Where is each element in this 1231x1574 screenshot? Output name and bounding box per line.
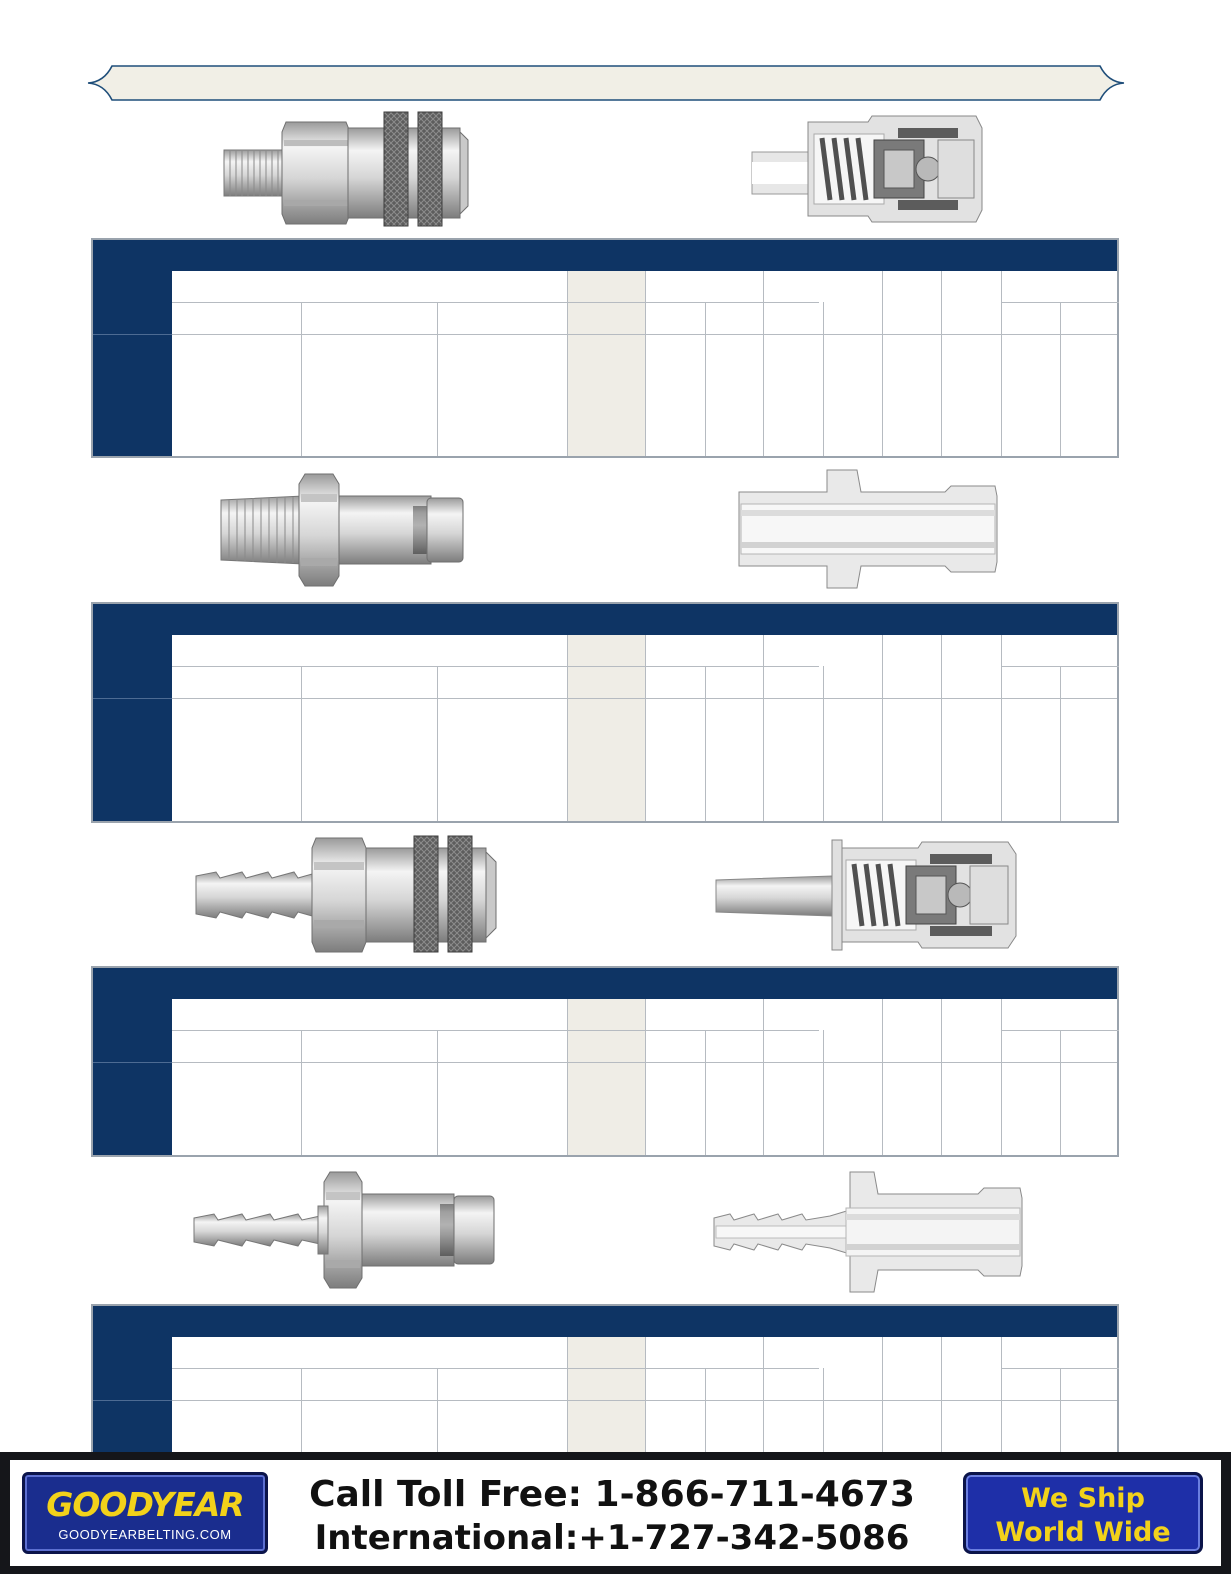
coupler-male-thread-photo-icon — [223, 111, 469, 227]
goodyear-logo[interactable]: GOODYEAR GOODYEARBELTING.COM — [22, 1472, 268, 1554]
coupler-male-thread-cutaway-icon — [751, 115, 983, 223]
international-phone[interactable]: International:+1-727-342-5086 — [314, 1518, 910, 1558]
plug-hose-barb-photo-icon — [193, 1171, 495, 1289]
plug-male-thread-photo-icon — [220, 473, 464, 587]
ship-line-2: World Wide — [995, 1517, 1171, 1548]
coupler-hose-barb-cutaway-icon — [715, 839, 1017, 951]
spec-table-3 — [91, 966, 1119, 1157]
section-banner — [87, 65, 1125, 101]
logo-url[interactable]: GOODYEARBELTING.COM — [58, 1527, 232, 1542]
logo-text: GOODYEAR — [46, 1485, 244, 1524]
contact-footer: GOODYEAR GOODYEARBELTING.COM Call Toll F… — [0, 1452, 1231, 1574]
ship-line-1: We Ship — [1021, 1483, 1145, 1514]
spec-table-2 — [91, 602, 1119, 823]
plug-hose-barb-cutaway-icon — [713, 1171, 1023, 1293]
plug-male-thread-cutaway-icon — [738, 469, 998, 589]
spec-table-1 — [91, 238, 1119, 458]
coupler-hose-barb-photo-icon — [195, 835, 497, 953]
ship-worldwide-badge: We Ship World Wide — [963, 1472, 1203, 1554]
spec-table-4 — [91, 1304, 1119, 1464]
toll-free-phone[interactable]: Call Toll Free: 1-866-711-4673 — [309, 1474, 915, 1515]
